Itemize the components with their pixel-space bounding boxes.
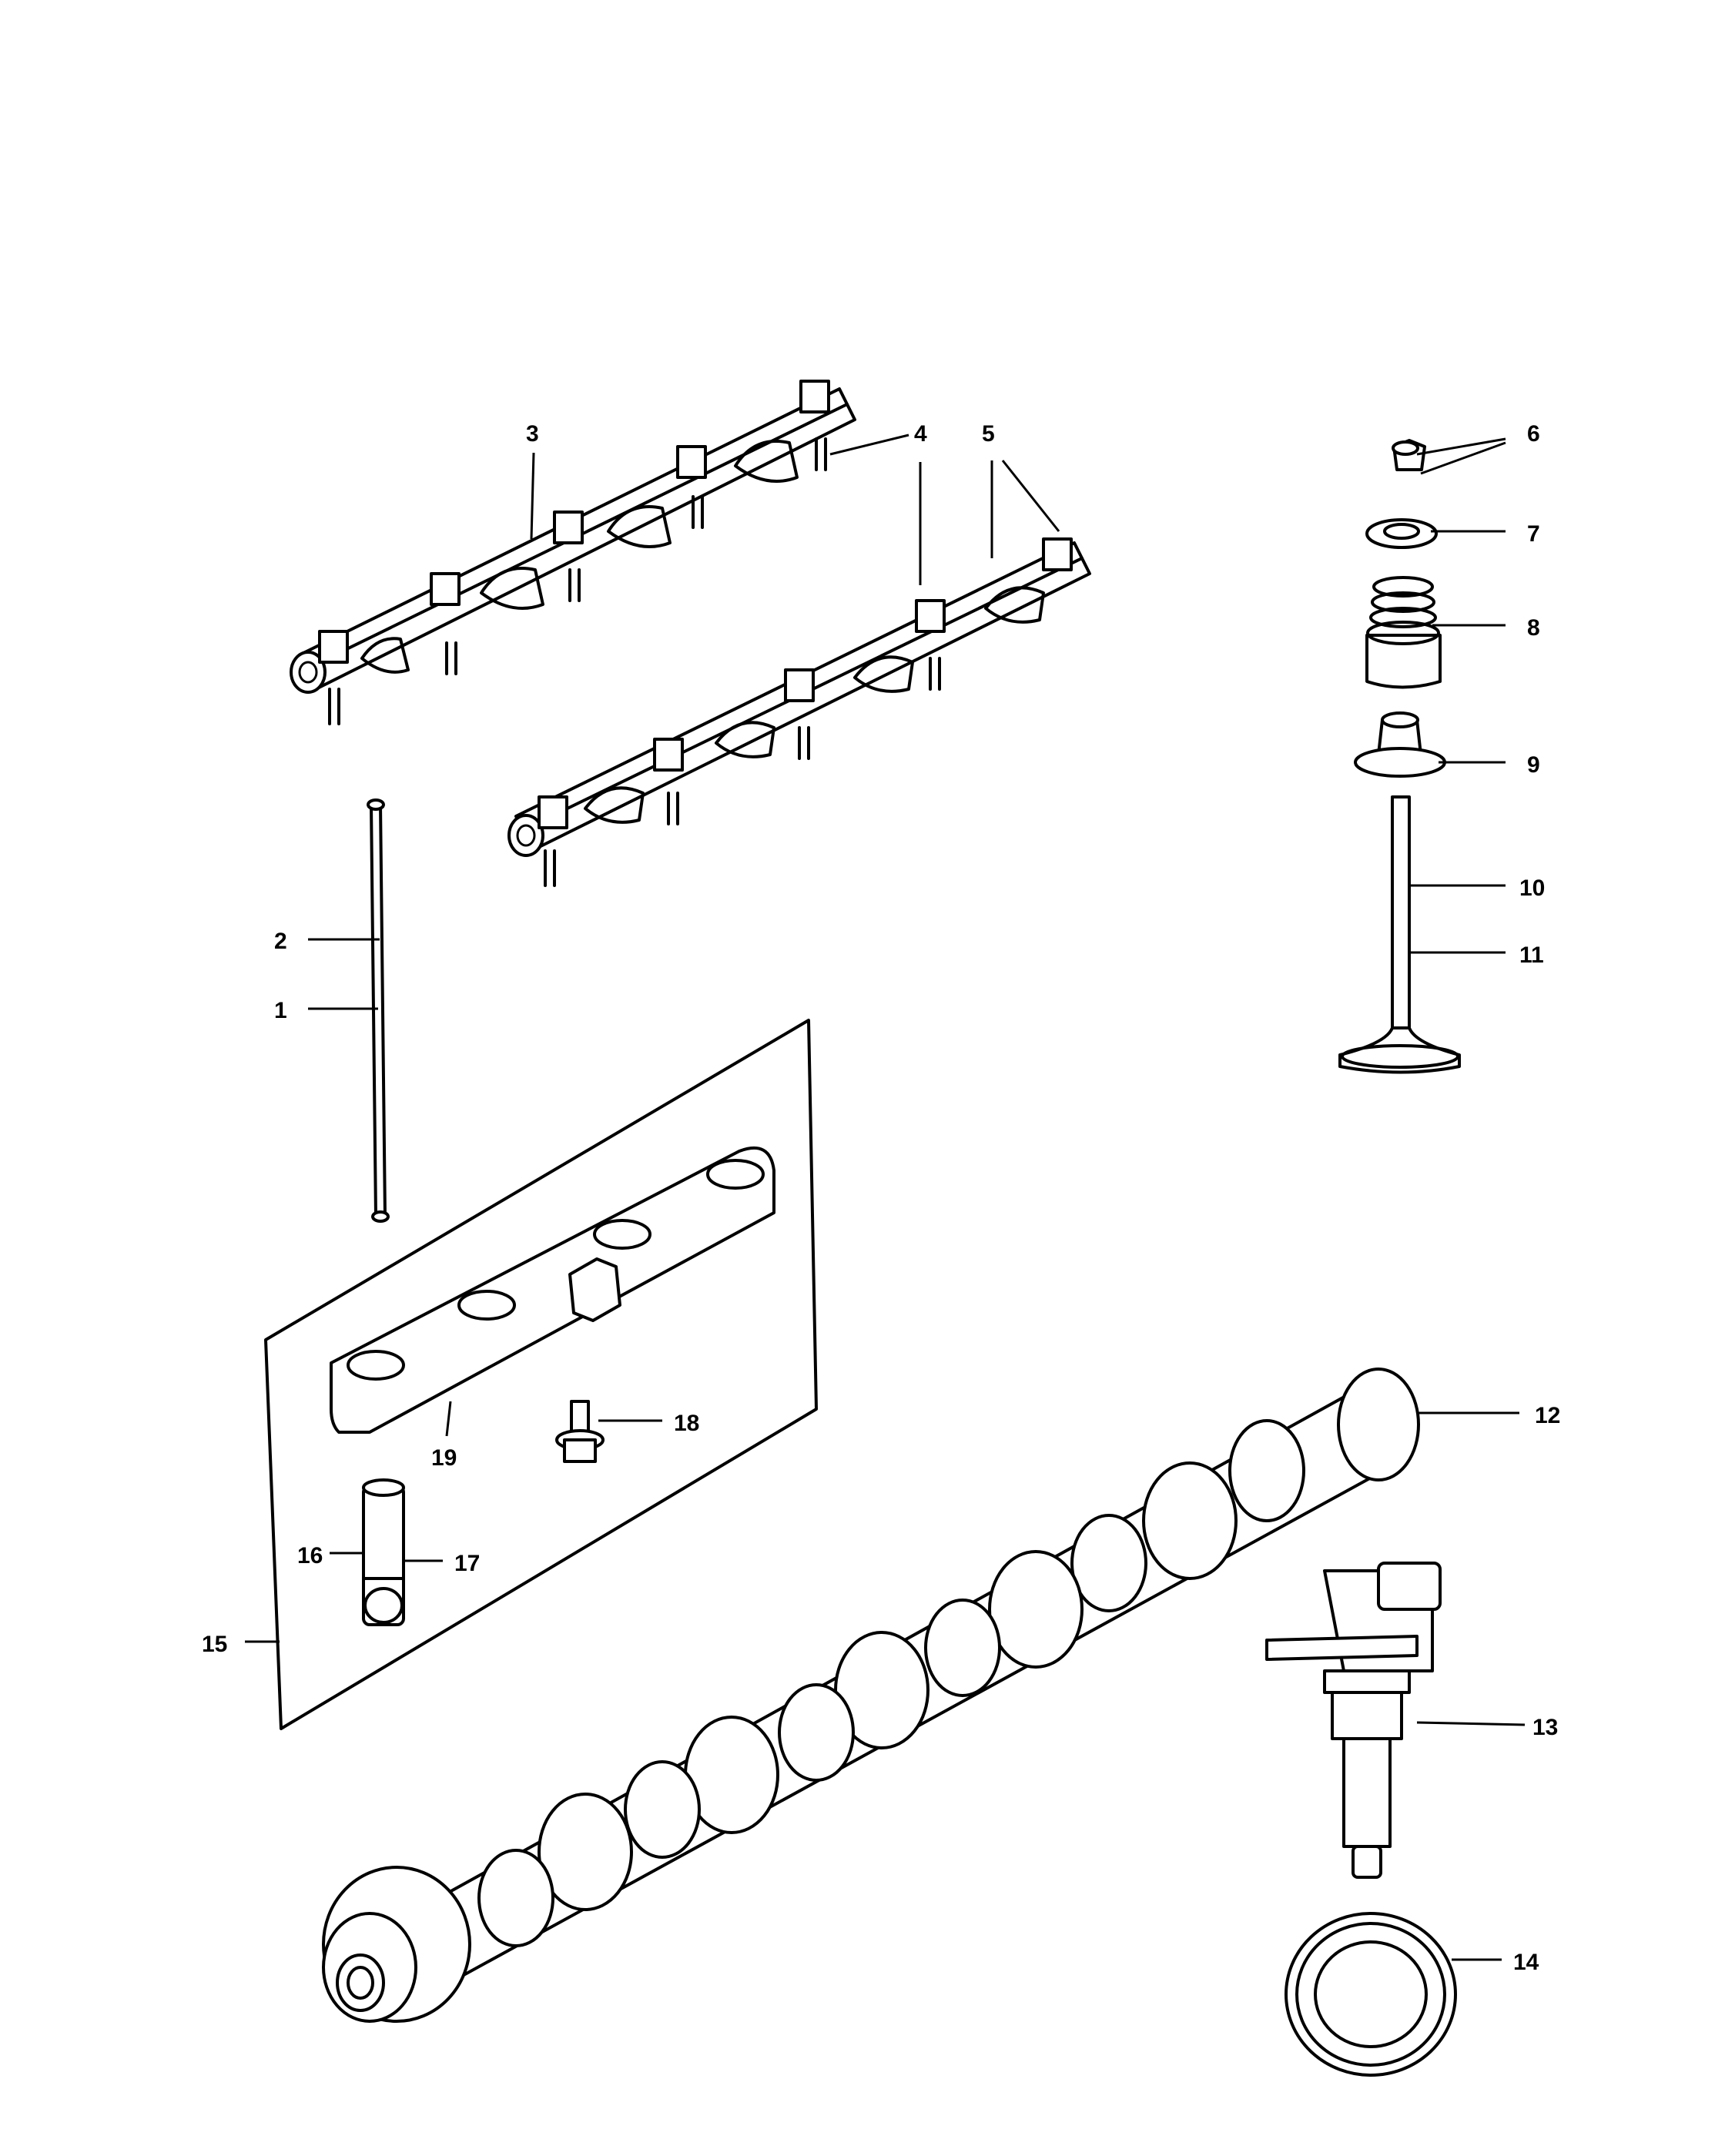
callout-10: 10 [1519, 875, 1545, 901]
hydraulic-lifter [362, 1478, 405, 1626]
lifter-guide-kit [264, 1019, 818, 1730]
camshaft [322, 1368, 1420, 2023]
callout-7: 7 [1527, 521, 1540, 547]
pushrod [367, 798, 390, 1223]
callout-19: 19 [431, 1445, 457, 1471]
callout-15: 15 [202, 1632, 227, 1657]
valve-spring [1365, 576, 1442, 689]
valve-spring-retainer [1365, 518, 1438, 549]
lifter-guide-bolt [555, 1400, 605, 1463]
callout-8: 8 [1527, 615, 1540, 641]
callout-4: 4 [914, 421, 927, 447]
valve-keepers [1392, 439, 1426, 471]
callout-2: 2 [274, 929, 287, 954]
callout-14: 14 [1513, 1950, 1539, 1975]
callout-17: 17 [454, 1551, 480, 1576]
callout-5: 5 [982, 421, 995, 447]
callout-3: 3 [526, 421, 539, 447]
callout-1: 1 [274, 998, 287, 1023]
callout-numbers: 1 2 3 4 5 6 7 8 9 10 11 12 13 14 15 16 1… [202, 421, 1560, 1975]
valve [1338, 795, 1461, 1074]
callout-6: 6 [1527, 421, 1540, 447]
callout-18: 18 [674, 1411, 699, 1436]
seal-ring [1285, 1912, 1457, 2077]
callout-12: 12 [1535, 1403, 1560, 1428]
callout-9: 9 [1527, 752, 1540, 778]
callout-16: 16 [297, 1543, 323, 1568]
callout-11: 11 [1519, 942, 1544, 968]
callout-13: 13 [1532, 1715, 1558, 1740]
rocker-arm-assembly-lower [507, 537, 1091, 887]
valve-stem-seal [1354, 711, 1446, 778]
camshaft-position-sensor [1265, 1562, 1442, 1879]
leader-lines [245, 434, 1526, 1961]
rocker-arm-assembly-upper [290, 380, 856, 725]
